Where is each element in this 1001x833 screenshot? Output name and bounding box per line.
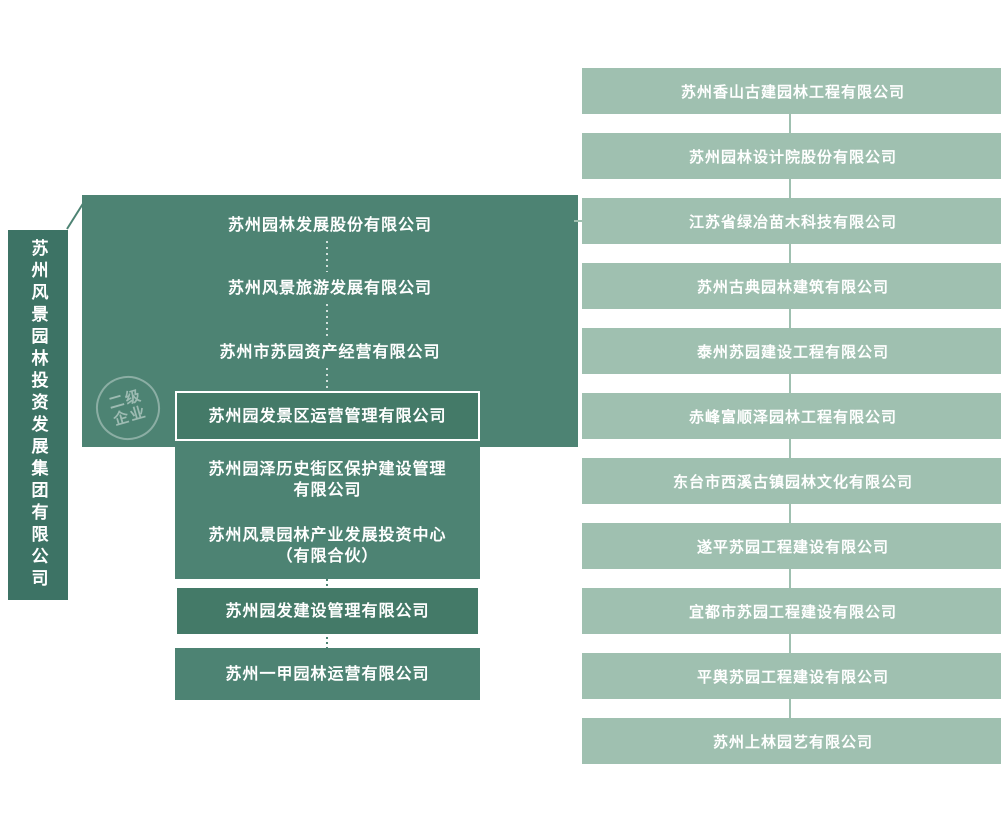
level2-company: 苏州风景旅游发展有限公司 (82, 275, 578, 301)
level2-company-highlighted: 苏州园发建设管理有限公司 (175, 586, 480, 636)
level2-company: 苏州园泽历史街区保护建设管理 有限公司 (175, 447, 480, 513)
company-name: 赤峰富顺泽园林工程有限公司 (688, 408, 897, 426)
company-name: 苏州园发建设管理有限公司 (225, 602, 430, 620)
level3-company: 宜都市苏园工程建设有限公司 (582, 588, 1001, 634)
level3-company: 苏州园林设计院股份有限公司 (582, 133, 1001, 179)
level2-company-highlighted: 苏州园发景区运营管理有限公司 (175, 391, 480, 441)
level3-company: 遂平苏园工程建设有限公司 (582, 523, 1001, 569)
parent-company-name: 苏州风景园林投资发展集团有限公司 (28, 239, 48, 591)
level3-company: 江苏省绿冶苗木科技有限公司 (582, 198, 1001, 244)
company-name: 苏州上林园艺有限公司 (712, 733, 873, 751)
company-name: 苏州古典园林建筑有限公司 (696, 278, 889, 296)
company-name: 苏州一甲园林运营有限公司 (225, 665, 430, 683)
company-name: 苏州风景园林产业发展投资中心 （有限合伙） (208, 527, 447, 565)
company-name: 遂平苏园工程建设有限公司 (696, 538, 889, 556)
company-name: 苏州园发景区运营管理有限公司 (208, 407, 447, 425)
level3-company: 平舆苏园工程建设有限公司 (582, 653, 1001, 699)
level2-company: 苏州园林发展股份有限公司 (82, 212, 578, 238)
company-name: 苏州园林发展股份有限公司 (227, 216, 432, 234)
level3-company: 苏州上林园艺有限公司 (582, 718, 1001, 764)
company-name: 苏州香山古建园林工程有限公司 (680, 83, 905, 101)
company-name: 宜都市苏园工程建设有限公司 (688, 603, 897, 621)
company-name: 苏州园泽历史街区保护建设管理 有限公司 (208, 461, 447, 499)
company-name: 东台市西溪古镇园林文化有限公司 (672, 473, 913, 491)
level3-company: 东台市西溪古镇园林文化有限公司 (582, 458, 1001, 504)
company-name: 苏州市苏园资产经营有限公司 (219, 343, 441, 361)
parent-company-box: 苏州风景园林投资发展集团有限公司 (8, 230, 68, 600)
level3-company: 苏州古典园林建筑有限公司 (582, 263, 1001, 309)
company-name: 苏州园林设计院股份有限公司 (688, 148, 897, 166)
company-name: 苏州风景旅游发展有限公司 (227, 279, 432, 297)
watermark-text: 二级 企业 (106, 386, 150, 430)
company-name: 泰州苏园建设工程有限公司 (696, 343, 889, 361)
level3-company: 赤峰富顺泽园林工程有限公司 (582, 393, 1001, 439)
company-name: 平舆苏园工程建设有限公司 (696, 668, 889, 686)
company-name: 江苏省绿冶苗木科技有限公司 (688, 213, 897, 231)
level2-company: 苏州风景园林产业发展投资中心 （有限合伙） (175, 513, 480, 579)
level2-company: 苏州一甲园林运营有限公司 (175, 648, 480, 700)
level3-company: 苏州香山古建园林工程有限公司 (582, 68, 1001, 114)
level2-company: 苏州市苏园资产经营有限公司 (82, 339, 578, 365)
level3-company: 泰州苏园建设工程有限公司 (582, 328, 1001, 374)
